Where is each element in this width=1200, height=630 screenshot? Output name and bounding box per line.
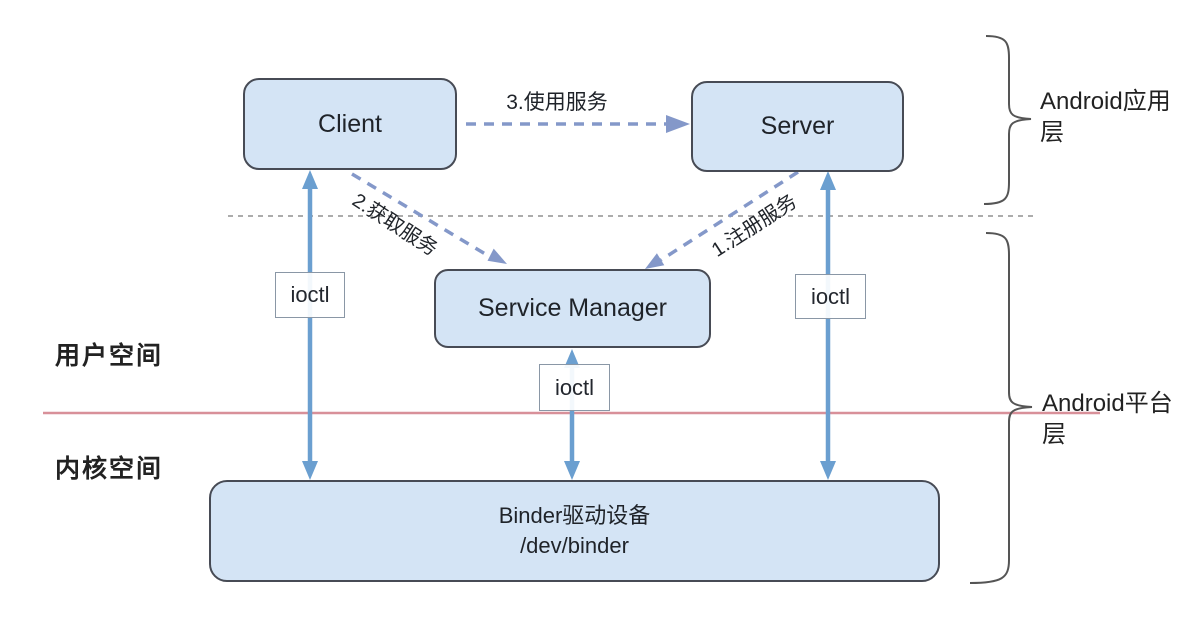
ioctl-middle-badge: ioctl [539,364,610,411]
client-node: Client [243,78,457,170]
client-node-label: Client [318,109,382,138]
android-platform-layer-label: Android平台层 [1042,390,1173,448]
binder-driver-node: Binder驱动设备 /dev/binder [209,480,940,582]
register-service-edge-label: 1.注册服务 [707,190,801,262]
binder-driver-title: Binder驱动设备 [498,503,651,528]
ioctl-left-badge: ioctl [275,272,345,318]
get-service-edge-label: 2.获取服务 [348,189,442,261]
server-node-label: Server [760,112,835,140]
kernel-space-label: 内核空间 [55,455,164,483]
server-node: Server [691,81,904,172]
binder-driver-path: /dev/binder [520,533,629,558]
use-service-arrow [466,115,690,133]
ioctl-right-badge: ioctl [795,274,866,319]
use-service-edge-label: 3.使用服务 [506,91,608,114]
ioctl-left-arrow [302,170,318,480]
ioctl-left-label: ioctl [290,282,330,307]
service-manager-node-label: Service Manager [478,294,667,322]
ioctl-middle-label: ioctl [554,374,595,400]
android-app-layer-label: Android应用层 [1040,88,1171,146]
ioctl-right-arrow [820,171,836,480]
app-layer-brace [983,35,1032,205]
platform-layer-brace [969,232,1033,584]
user-space-label: 用户空间 [55,342,164,370]
ioctl-right-label: ioctl [810,283,851,309]
service-manager-node: Service Manager [434,269,711,348]
